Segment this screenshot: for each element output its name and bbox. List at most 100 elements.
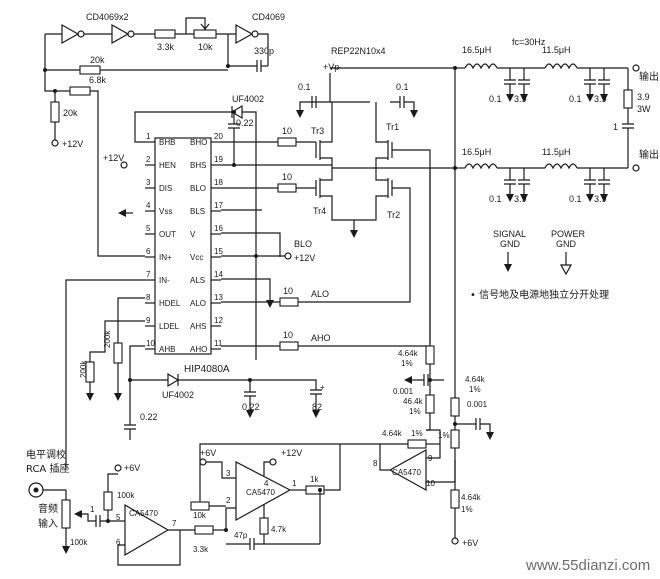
inductor-11-5uh-bottom [544,163,578,170]
svg-text:20k: 20k [63,108,78,118]
svg-text:1%: 1% [411,429,423,438]
svg-text:5: 5 [116,513,121,522]
svg-text:1k: 1k [310,475,319,484]
pin-name-left: OUT [159,230,176,239]
svg-text:4.64k: 4.64k [398,349,419,358]
svg-text:0.22: 0.22 [140,412,158,422]
capacitor-1-input [82,513,115,527]
pin-number-right: 12 [214,316,223,325]
inductor-11-5uh-top [544,63,578,70]
pin-number-right: 20 [214,132,223,141]
pin-name-left: HEN [159,161,176,170]
svg-text:100k: 100k [117,491,135,500]
hip4080a-driver: HIP4080A 1BHB2HEN3DIS4Vss5OUT6IN+7IN-8HD… [65,94,325,467]
pin-name-left: AHB [159,345,175,354]
svg-text:10: 10 [283,330,293,340]
svg-text:2: 2 [226,496,231,505]
pin-name-right: BLO [190,184,206,193]
svg-text:0.1: 0.1 [489,194,502,204]
svg-text:8: 8 [373,459,378,468]
pin-number-left: 9 [146,316,151,325]
pin-number-left: 6 [146,247,151,256]
inverter-1 [61,23,80,45]
rep22n10-label: REP22N10x4 [331,46,386,56]
capacitor-0-22-top [228,112,240,166]
hip4080a-chip [154,137,212,355]
cd4069-label: CD4069 [252,12,285,22]
power-gnd-symbol [559,264,573,276]
capacitor-0-1-right [390,96,415,112]
pin-name-right: BHS [190,161,206,170]
svg-text:6.8k: 6.8k [89,75,107,85]
svg-text:7: 7 [172,519,177,528]
resistor-46-4k [425,394,435,414]
diode-uf4002-bottom [167,372,180,388]
pin-name-left: BHB [159,138,175,147]
resistor-200k-hdel [113,342,123,364]
svg-text:200k: 200k [79,360,88,378]
svg-text:CA5470: CA5470 [246,488,275,497]
resistor-4-64k-e [450,489,460,509]
svg-text:Tr4: Tr4 [313,206,326,216]
svg-text:1%: 1% [409,407,421,416]
svg-text:16.5μH: 16.5μH [462,45,491,55]
lc-output-filter: fc=30Hz 16.5μH 11.5μH 16.5μH 11.5μH 0.1 … [453,37,659,301]
svg-text:电平调校: 电平调校 [26,448,66,461]
pin-number-left: 10 [146,339,155,348]
pin-number-left: 2 [146,155,151,164]
svg-text:POWER: POWER [551,229,586,239]
resistor-10-alo [279,297,299,307]
svg-text:11.5μH: 11.5μH [542,147,571,157]
resistor-1pct [450,429,460,449]
pin-name-left: Vss [159,207,172,216]
mosfet-bridge: REP22N10x4 +Vp 0.1 0.1 Tr3 Tr4 Tr1 [221,46,455,351]
svg-text:20k: 20k [90,55,105,65]
svg-text:16.5μH: 16.5μH [462,147,491,157]
svg-text:ALO: ALO [311,289,329,299]
ca5470-error-amp [235,461,292,522]
mosfet-tr4: Tr4 [313,168,333,216]
svg-text:1%: 1% [469,385,481,394]
svg-text:输出: 输出 [639,70,659,83]
svg-text:0.1: 0.1 [569,94,582,104]
vss-arrow [118,209,126,217]
resistor-6-8k [69,86,91,96]
filter-caps-bottom-2 [584,168,610,196]
ca5470-input-buffer [124,503,170,557]
pin-name-left: LDEL [159,322,180,331]
resistor-20k-bias [50,101,60,123]
resistor-3-3k-input [194,525,214,535]
svg-text:3.9: 3.9 [594,194,607,204]
svg-text:CA5470: CA5470 [392,468,421,477]
pin-name-left: DIS [159,184,172,193]
svg-text:10: 10 [426,479,435,488]
svg-text:6: 6 [116,538,121,547]
svg-text:3: 3 [226,469,231,478]
inductor-16-5uh-bottom [464,163,498,170]
svg-text:47p: 47p [234,531,248,540]
svg-text:10: 10 [282,126,292,136]
resistor-10-bho [277,137,297,147]
pin-number-right: 17 [214,201,223,210]
input-level-pot-100k [61,499,71,529]
output-terminal-bottom [632,164,640,172]
capacitor-0-22-vcc [244,380,256,412]
pin-number-right: 16 [214,224,223,233]
svg-text:10: 10 [282,172,292,182]
pin-name-right: Vcc [190,253,203,262]
feedback-amplifier: 4.64k 1% 0.001 46.4k 1% 4.64k 1% 0.001 1… [199,68,494,548]
svg-text:10: 10 [283,286,293,296]
pin-number-left: 5 [146,224,151,233]
svg-text:0.001: 0.001 [393,387,414,396]
pin-number-left: 7 [146,270,151,279]
svg-text:3.9: 3.9 [594,94,607,104]
pin-name-right: ALO [190,299,206,308]
capacitor-82 [310,389,322,412]
pin-number-right: 18 [214,178,223,187]
capacitor-0-001-b [455,418,491,434]
mosfet-tr2: Tr2 [375,168,400,220]
mosfet-tr3: Tr3 [311,102,333,168]
svg-text:4.64k: 4.64k [465,375,486,384]
svg-text:+: + [320,383,325,392]
resistor-10-blo [277,183,297,193]
